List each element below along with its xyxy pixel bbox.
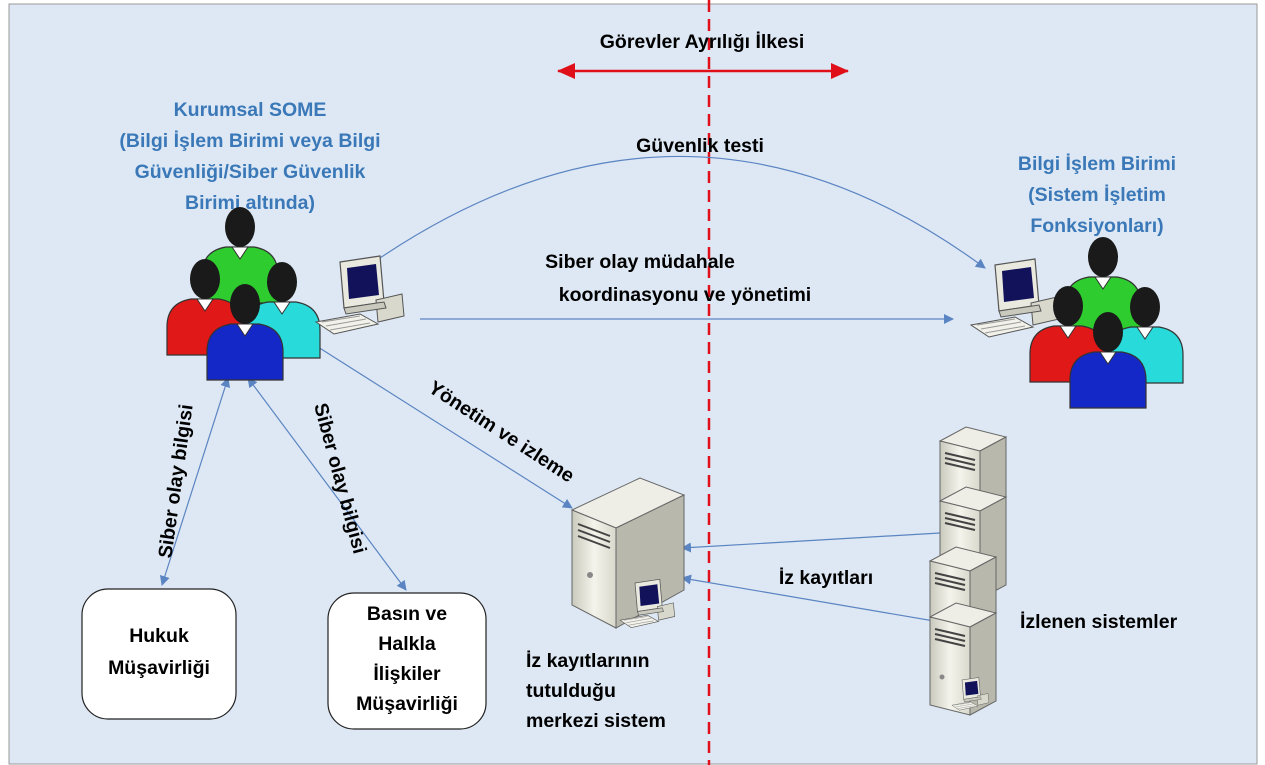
principle-title: Görevler Ayrılığı İlkesi: [600, 30, 804, 53]
logs-label: İz kayıtları: [779, 566, 873, 589]
management-arrow: [317, 346, 573, 509]
press-box: [327, 592, 487, 730]
legal-box-line1: Hukuk: [129, 625, 189, 647]
central-server-icon: [570, 477, 686, 629]
svg-text:Fonksiyonları): Fonksiyonları): [1030, 215, 1163, 237]
svg-text:Bilgi İşlem Birimi: Bilgi İşlem Birimi: [1018, 152, 1176, 175]
coordination-label-line2: koordinasyonu ve yönetimi: [559, 284, 811, 306]
legal-box-line2: Müşavirliği: [108, 657, 210, 679]
svg-text:(Sistem İşletim: (Sistem İşletim: [1028, 183, 1166, 206]
press-box-line2: Halkla: [378, 633, 436, 655]
legal-box: [81, 588, 237, 720]
press-box-line4: Müşavirliği: [356, 693, 458, 715]
security-test-arrow: [379, 155, 986, 269]
central-system-label: İz kayıtlarının tutulduğu merkezi sistem: [526, 649, 666, 732]
right-group-label: Bilgi İşlem Birimi (Sistem İşletim Fonks…: [1018, 152, 1176, 237]
press-info-arrow: [247, 377, 407, 591]
left-group-label: Kurumsal SOME (Bilgi İşlem Birimi veya B…: [119, 99, 380, 214]
logs-arrow-upper: [681, 532, 941, 553]
legal-info-arrow: [159, 377, 231, 586]
security-test-label: Güvenlik testi: [636, 135, 764, 157]
svg-text:(Bilgi İşlem Birimi veya Bilgi: (Bilgi İşlem Birimi veya Bilgi: [119, 129, 380, 152]
svg-text:Güvenliği/Siber Güvenlik: Güvenliği/Siber Güvenlik: [135, 161, 366, 183]
coordination-label-line1: Siber olay müdahale: [545, 251, 735, 273]
monitored-servers: [929, 426, 1007, 716]
svg-text:Birimi altında): Birimi altında): [185, 192, 315, 214]
svg-text:merkezi sistem: merkezi sistem: [526, 710, 666, 732]
svg-text:Kurumsal SOME: Kurumsal SOME: [174, 99, 327, 121]
svg-text:tutulduğu: tutulduğu: [526, 680, 616, 702]
press-box-line1: Basın ve: [367, 603, 447, 625]
press-box-line3: İlişkiler: [373, 662, 441, 685]
monitored-systems-label: İzlenen sistemler: [1020, 610, 1178, 633]
logs-arrow-lower: [681, 574, 941, 623]
svg-text:İz kayıtlarının: İz kayıtlarının: [526, 649, 650, 672]
